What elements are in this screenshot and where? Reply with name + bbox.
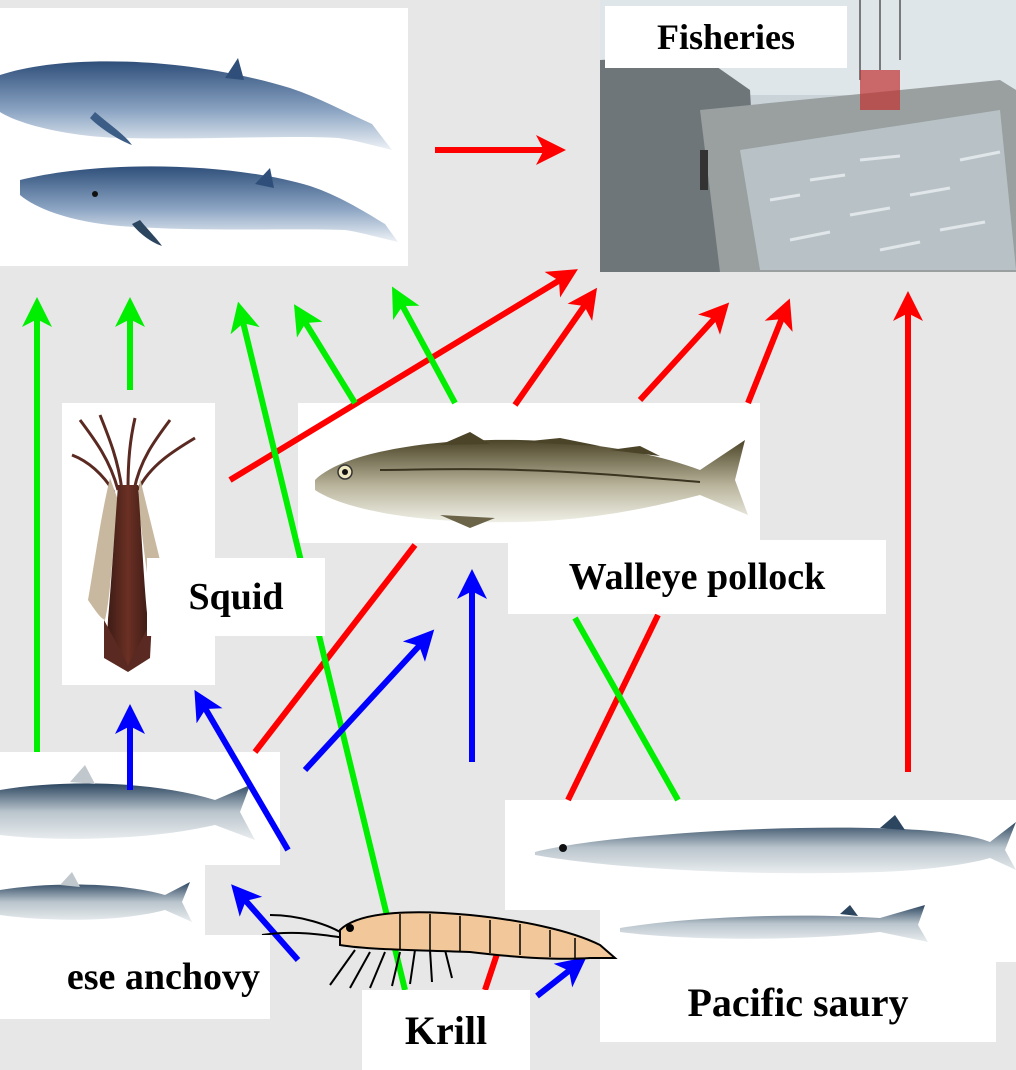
pollock-fish-icon (315, 432, 748, 528)
arrow-pollock-to-fisheries-a (515, 305, 585, 405)
arrow-saury-red-link (568, 615, 658, 800)
whale-icon (0, 58, 398, 246)
squid-label: Squid (147, 558, 325, 636)
japanese-anchovy-label: ese anchovy (0, 935, 270, 1019)
arrow-pollock-to-fisheries-b (640, 318, 715, 400)
pacific-saury-label: Pacific saury (600, 962, 996, 1042)
walleye-pollock-label: Walleye pollock (508, 540, 886, 614)
arrow-krill-path-to-fisheries (748, 318, 782, 403)
arrow-saury-to-pollock (575, 618, 678, 800)
arrow-pollock-to-whales-b (402, 305, 455, 403)
krill-label: Krill (362, 990, 530, 1070)
saury-fish-icon (535, 815, 1016, 942)
arrow-krill-to-saury (537, 970, 570, 996)
fisheries-label: Fisheries (605, 6, 847, 68)
arrow-pollock-to-whales-a (305, 322, 355, 403)
